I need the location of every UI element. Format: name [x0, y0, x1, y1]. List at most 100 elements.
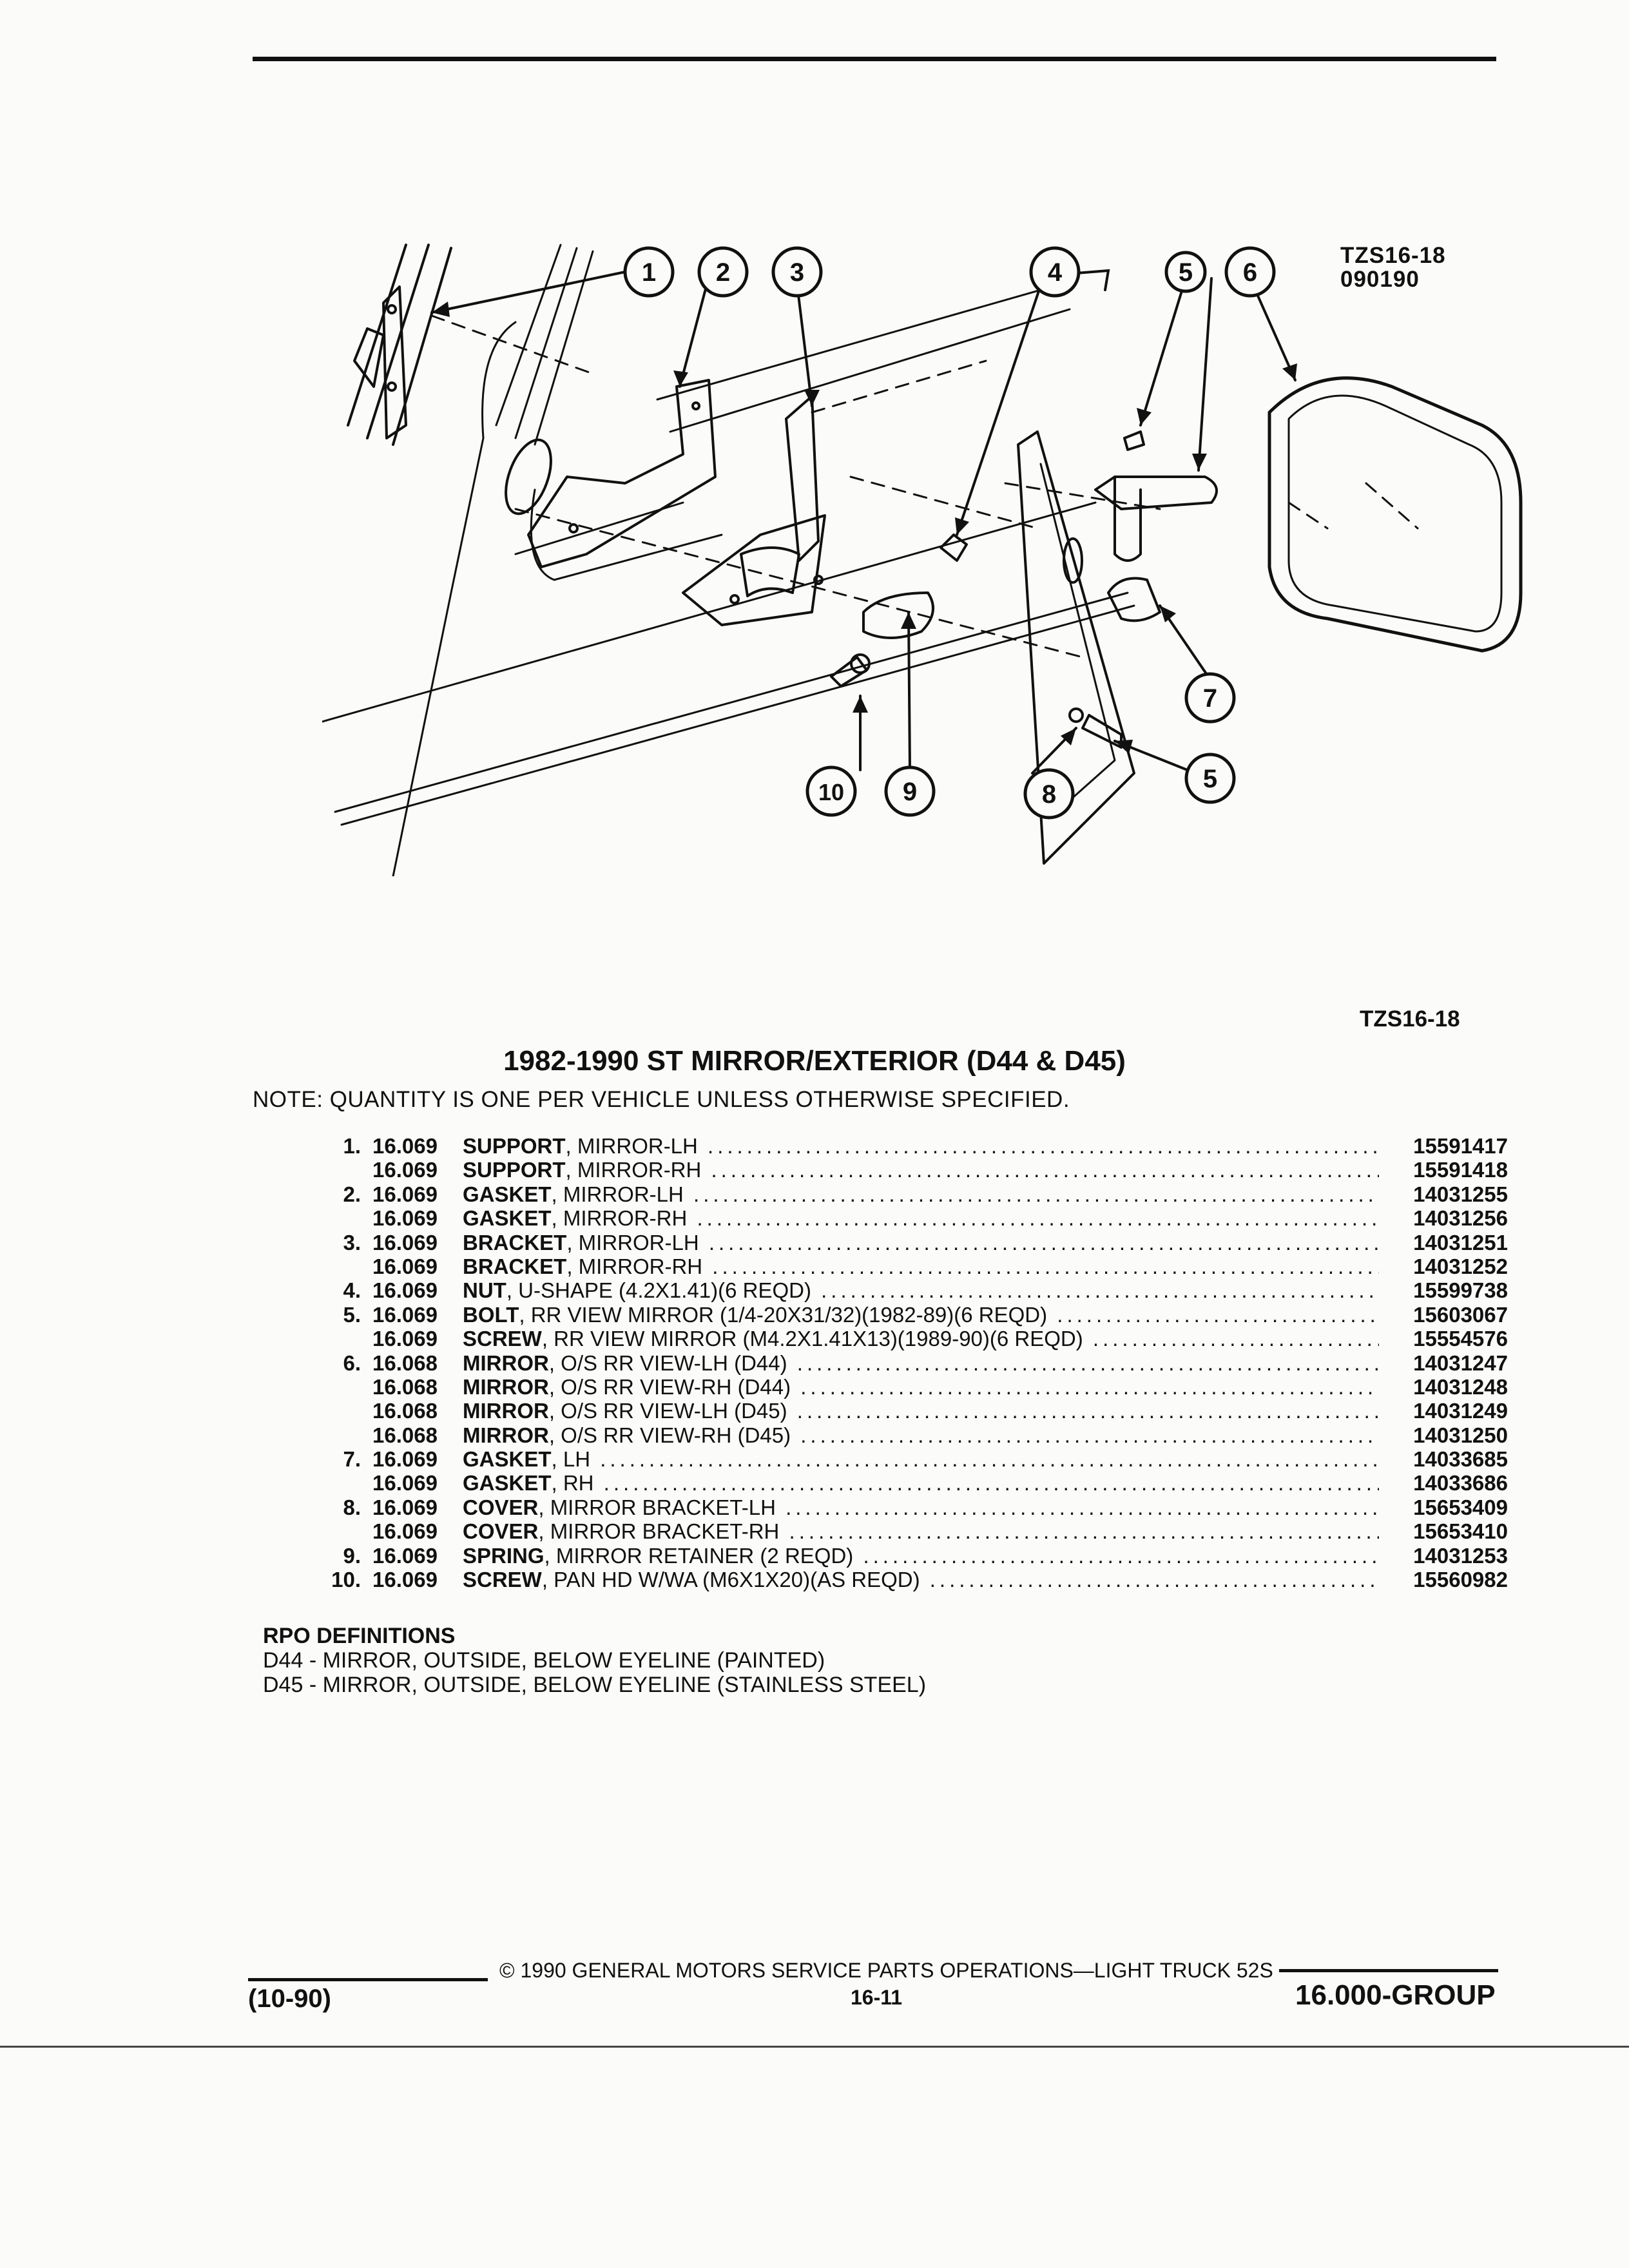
- part-name: SCREW: [463, 1327, 542, 1351]
- callout-label-8: 8: [1042, 780, 1056, 809]
- group-number: 16.069: [372, 1230, 438, 1254]
- group-number: 16.068: [372, 1374, 438, 1399]
- group-number: 16.069: [372, 1182, 438, 1206]
- callout-label-2: 2: [716, 258, 730, 287]
- part-name: SPRING: [463, 1543, 545, 1568]
- part-number: 14031249: [1413, 1399, 1508, 1423]
- part-number: 14031256: [1413, 1206, 1508, 1231]
- part-name: MIRROR: [463, 1350, 549, 1375]
- callout-circle-8: [1023, 768, 1075, 820]
- dot-leader: ........................................…: [800, 1374, 1379, 1399]
- footer-group: 16.000-GROUP: [1295, 1979, 1496, 2011]
- footer-copyright: © 1990 GENERAL MOTORS SERVICE PARTS OPER…: [499, 1959, 1273, 1982]
- callout-circle-4: [1029, 246, 1081, 298]
- part-name: MIRROR: [463, 1399, 549, 1423]
- callout-circle-6: [1224, 246, 1276, 298]
- callout-label-5b: 5: [1203, 765, 1217, 793]
- dot-leader: ........................................…: [863, 1543, 1379, 1568]
- part-description: SCREW, PAN HD W/WA (M6X1X20)(AS REQD) ..…: [463, 1568, 1379, 1591]
- group-number: 16.069: [372, 1302, 438, 1327]
- part-description: MIRROR, O/S RR VIEW-LH (D45) ...........…: [463, 1399, 1379, 1423]
- bottom-rule: [0, 2046, 1629, 2048]
- callout-label-4: 4: [1048, 258, 1063, 287]
- item-index: 3.: [343, 1230, 361, 1254]
- part-detail: , PAN HD W/WA (M6X1X20)(AS REQD): [541, 1568, 920, 1592]
- callout-label-1: 1: [642, 258, 656, 287]
- rpo-line-d45: D45 - MIRROR, OUTSIDE, BELOW EYELINE (ST…: [263, 1673, 927, 1697]
- dot-leader: ........................................…: [1092, 1327, 1379, 1351]
- part-number: 14031251: [1413, 1230, 1508, 1254]
- callout-label-10: 10: [818, 779, 844, 805]
- item-index: 4.: [343, 1278, 361, 1303]
- group-number: 16.069: [372, 1206, 438, 1231]
- group-number: 16.069: [372, 1134, 438, 1158]
- part-number: 14031247: [1413, 1350, 1508, 1375]
- part-detail: , U-SHAPE (4.2X1.41)(6 REQD): [506, 1278, 811, 1303]
- parts-row: 16.068 MIRROR, O/S RR VIEW-RH (D44) .....…: [309, 1375, 1508, 1399]
- part-name: GASKET: [463, 1206, 552, 1231]
- caption-code: TZS16-18: [1360, 1006, 1460, 1032]
- group-number: 16.069: [372, 1327, 438, 1351]
- part-description: COVER, MIRROR BRACKET-RH ...............…: [463, 1519, 1379, 1543]
- callout-circle-1: [623, 246, 675, 298]
- callout-circle-10: [805, 765, 857, 817]
- part-name: SUPPORT: [463, 1134, 566, 1158]
- part-number: 15560982: [1413, 1568, 1508, 1592]
- item-index: 6.: [343, 1350, 361, 1375]
- part-description: SUPPORT, MIRROR-RH .....................…: [463, 1158, 1379, 1182]
- part-number: 15599738: [1413, 1278, 1508, 1303]
- dot-leader: ........................................…: [796, 1350, 1379, 1375]
- figure-code-date: 090190: [1340, 267, 1420, 292]
- group-number: 16.069: [372, 1471, 438, 1495]
- part-description: NUT, U-SHAPE (4.2X1.41)(6 REQD) ........…: [463, 1278, 1379, 1302]
- parts-row: 16.069 SUPPORT, MIRROR-RH ...............…: [309, 1158, 1508, 1182]
- part-number: 14033685: [1413, 1447, 1508, 1472]
- part-number: 15591418: [1413, 1158, 1508, 1182]
- part-number: 14033686: [1413, 1471, 1508, 1495]
- dot-leader: ........................................…: [821, 1278, 1379, 1303]
- group-number: 16.068: [372, 1423, 438, 1447]
- rpo-definitions: RPO DEFINITIONS D44 - MIRROR, OUTSIDE, B…: [263, 1624, 926, 1697]
- item-index: 1.: [343, 1134, 361, 1158]
- callout-label-6: 6: [1243, 258, 1257, 287]
- footer-page-number: 16-11: [851, 1986, 903, 2009]
- part-name: COVER: [463, 1495, 539, 1519]
- dot-leader: ........................................…: [800, 1423, 1379, 1447]
- part-description: MIRROR, O/S RR VIEW-RH (D44) ...........…: [463, 1375, 1379, 1399]
- part-detail: , O/S RR VIEW-LH (D44): [548, 1350, 787, 1375]
- part-detail: , O/S RR VIEW-LH (D45): [548, 1399, 787, 1423]
- part-number: 14031255: [1413, 1182, 1508, 1206]
- part-detail: , MIRROR-LH: [551, 1182, 684, 1206]
- item-index: 10.: [331, 1568, 361, 1592]
- part-number: 14031253: [1413, 1543, 1508, 1568]
- dot-leader: ........................................…: [929, 1568, 1379, 1592]
- part-detail: , MIRROR RETAINER (2 REQD): [544, 1543, 854, 1568]
- part-name: BRACKET: [463, 1230, 567, 1254]
- part-name: MIRROR: [463, 1423, 549, 1447]
- item-index: 2.: [343, 1182, 361, 1206]
- page-title: 1982-1990 ST MIRROR/EXTERIOR (D44 & D45): [503, 1045, 1126, 1077]
- part-detail: , MIRROR BRACKET-RH: [538, 1519, 780, 1544]
- part-detail: , O/S RR VIEW-RH (D44): [548, 1374, 791, 1399]
- part-name: SUPPORT: [463, 1158, 566, 1182]
- part-detail: , MIRROR-LH: [566, 1230, 699, 1254]
- callout-circle-9: [884, 765, 936, 817]
- group-number: 16.069: [372, 1519, 438, 1544]
- rpo-heading: RPO DEFINITIONS: [263, 1624, 456, 1648]
- part-name: BOLT: [463, 1302, 519, 1327]
- part-detail: , MIRROR-RH: [566, 1254, 703, 1278]
- part-description: GASKET, LH .............................…: [463, 1447, 1379, 1471]
- part-number: 15653410: [1413, 1519, 1508, 1544]
- group-number: 16.069: [372, 1158, 438, 1182]
- part-description: MIRROR, O/S RR VIEW-LH (D44) ...........…: [463, 1351, 1379, 1375]
